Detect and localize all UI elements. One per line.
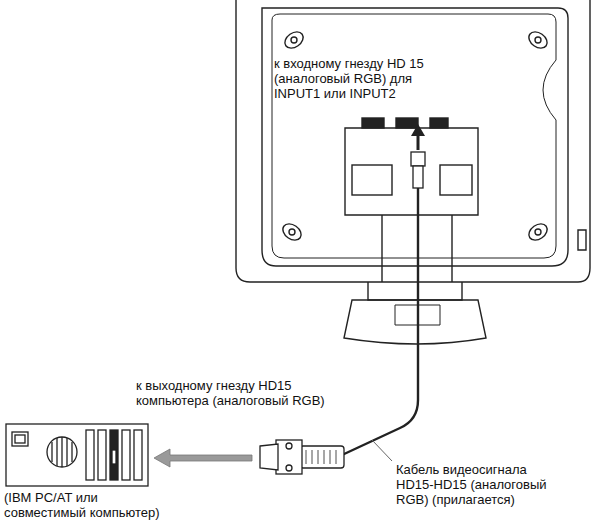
input-socket bbox=[430, 118, 448, 128]
socket-label: к входному гнезду HD 15 (аналоговый RGB)… bbox=[274, 56, 442, 101]
stand-hinge bbox=[352, 165, 392, 195]
side-button bbox=[578, 230, 586, 250]
leader-line bbox=[372, 440, 392, 461]
cable-plug bbox=[413, 166, 423, 188]
connect-arrow bbox=[154, 449, 252, 467]
back-panel bbox=[262, 8, 568, 266]
connector-panel bbox=[345, 128, 478, 215]
monitor-frame bbox=[236, 0, 590, 282]
vga-connector bbox=[260, 440, 344, 474]
input-socket bbox=[362, 118, 384, 128]
cable-label: Кабель видеосигнала HD15-HD15 (аналоговы… bbox=[396, 462, 564, 507]
computer-label: (IBM PC/AT или совместимый компьютер) bbox=[4, 490, 176, 520]
stand-neck bbox=[368, 282, 462, 300]
input-socket bbox=[396, 118, 418, 128]
insert-arrow-head bbox=[411, 124, 425, 136]
cable-plug bbox=[411, 152, 425, 166]
computer bbox=[6, 424, 148, 486]
monitor bbox=[236, 0, 590, 344]
computer-socket-label: к выходному гнезду HD15 компьютера (анал… bbox=[136, 378, 328, 408]
video-cable bbox=[342, 188, 418, 455]
stand-hinge bbox=[440, 165, 472, 195]
panel-recess bbox=[272, 14, 556, 258]
stand-base bbox=[344, 300, 486, 344]
